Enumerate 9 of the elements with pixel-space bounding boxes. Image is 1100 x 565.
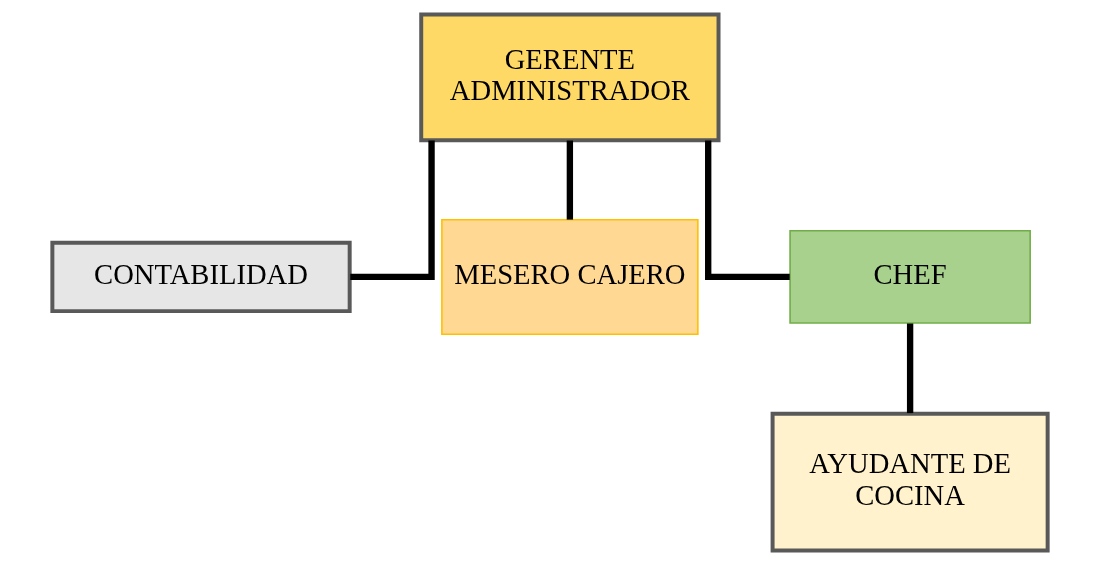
connector [350,140,435,281]
node-box: MESERO CAJERO [441,218,699,335]
connector [566,140,574,220]
node-box: GERENTE ADMINISTRADOR [419,12,721,143]
node-box: CHEF [789,230,1031,324]
node-box: AYUDANTE DE COCINA [770,411,1050,553]
connector [705,140,790,281]
connector [906,323,914,414]
node-box: CONTABILIDAD [50,240,352,314]
